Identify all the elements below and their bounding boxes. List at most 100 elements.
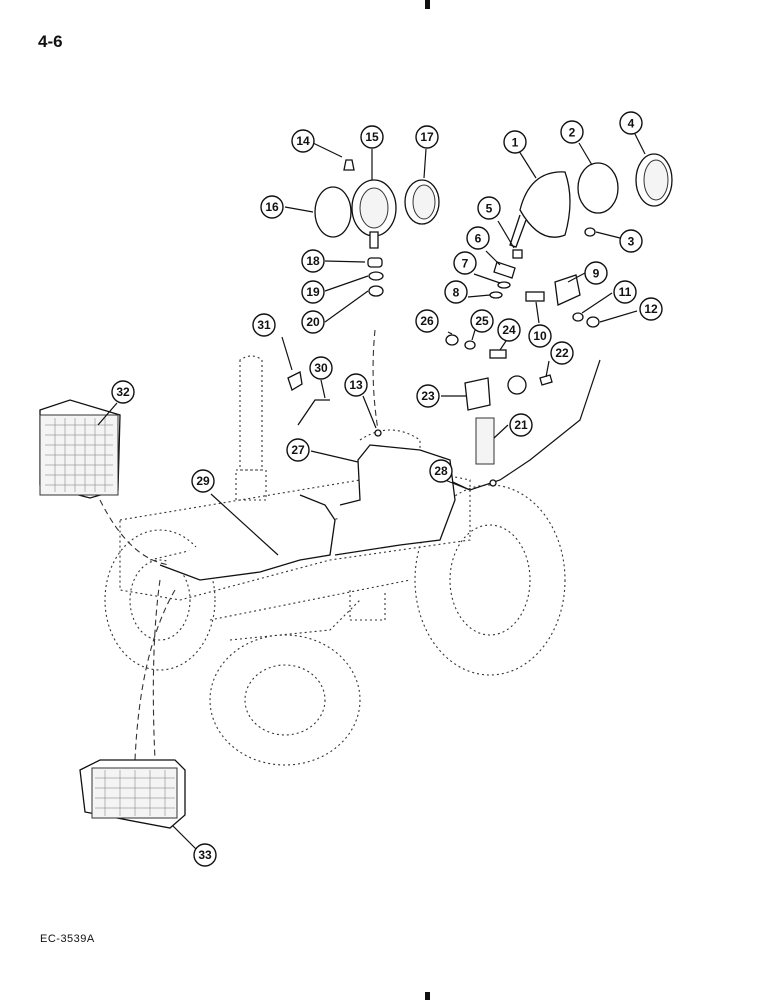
rear-lamp-support-plate [334, 444, 456, 556]
lamp-lens-2 [577, 162, 619, 214]
callout-14: 14 [291, 129, 315, 153]
reflector-21 [475, 417, 495, 465]
svg-text:28: 28 [434, 464, 448, 478]
callout-24: 24 [497, 318, 521, 342]
callout-26: 26 [415, 309, 439, 333]
callout-28: 28 [429, 459, 453, 483]
svg-text:12: 12 [644, 302, 658, 316]
reflector-bracket-21 [507, 375, 527, 395]
connector-13 [374, 429, 382, 437]
callout-1: 1 [503, 130, 527, 154]
callout-2: 2 [560, 120, 584, 144]
callout-15: 15 [360, 125, 384, 149]
washer-11 [572, 312, 584, 322]
leader-lines [97, 133, 646, 850]
callout-4: 4 [619, 111, 643, 135]
callout-3: 3 [619, 229, 643, 253]
svg-text:33: 33 [198, 848, 212, 862]
callout-22: 22 [550, 341, 574, 365]
svg-text:21: 21 [514, 418, 528, 432]
figure-code: EC-3539A [40, 933, 95, 945]
svg-text:29: 29 [196, 474, 210, 488]
callout-32: 32 [111, 380, 135, 404]
callout-16: 16 [260, 195, 284, 219]
callout-6: 6 [466, 226, 490, 250]
callout-11: 11 [613, 280, 637, 304]
grommet-30 [297, 399, 330, 426]
svg-text:22: 22 [555, 346, 569, 360]
svg-text:30: 30 [314, 361, 328, 375]
callout-13: 13 [344, 373, 368, 397]
lamp-lens-16 [314, 186, 352, 238]
svg-text:8: 8 [453, 286, 460, 300]
svg-text:7: 7 [462, 257, 469, 271]
registration-mark-bottom [425, 992, 430, 1000]
svg-text:25: 25 [475, 314, 489, 328]
svg-text:9: 9 [593, 267, 600, 281]
svg-text:24: 24 [502, 323, 516, 337]
svg-text:18: 18 [306, 254, 320, 268]
callout-20: 20 [301, 310, 325, 334]
rear-work-lamp-assembly [39, 399, 121, 499]
callout-25: 25 [470, 309, 494, 333]
callout-29: 29 [191, 469, 215, 493]
bushing-5 [512, 249, 523, 259]
svg-text:6: 6 [475, 232, 482, 246]
svg-text:16: 16 [265, 200, 279, 214]
svg-text:23: 23 [421, 389, 435, 403]
page-number: 4-6 [38, 32, 63, 51]
svg-text:3: 3 [628, 235, 635, 249]
screw-24 [489, 349, 507, 359]
bracket-9 [554, 274, 581, 306]
left-lamp-assembly [314, 159, 440, 297]
callout-12: 12 [639, 297, 663, 321]
bolt-10 [525, 291, 545, 302]
wiring-harness-group [99, 329, 601, 761]
callout-30: 30 [309, 356, 333, 380]
callout-9: 9 [584, 261, 608, 285]
callout-23: 23 [416, 384, 440, 408]
callout-10: 10 [528, 324, 552, 348]
nut-12 [586, 316, 600, 328]
clamp-6 [493, 261, 516, 279]
callout-21: 21 [509, 413, 533, 437]
svg-text:27: 27 [291, 443, 305, 457]
svg-text:19: 19 [306, 285, 320, 299]
callout-5: 5 [477, 196, 501, 220]
svg-text:17: 17 [420, 130, 434, 144]
callout-group: 1 2 3 4 5 6 7 8 9 10 11 12 13 14 15 16 1… [111, 111, 663, 867]
svg-text:4: 4 [628, 117, 635, 131]
svg-text:13: 13 [349, 378, 363, 392]
rear-wiring-harness [159, 494, 336, 581]
lamp-body-1 [519, 171, 571, 238]
callout-18: 18 [301, 249, 325, 273]
small-rear-lamp-assembly [79, 759, 186, 829]
callout-17: 17 [415, 125, 439, 149]
connector-28 [489, 479, 497, 487]
right-lamp-assembly [489, 153, 673, 328]
mounting-hardware [287, 334, 553, 487]
washer-7 [497, 281, 511, 289]
svg-text:20: 20 [306, 315, 320, 329]
bracket-23 [464, 377, 491, 411]
svg-text:2: 2 [569, 126, 576, 140]
svg-text:15: 15 [365, 130, 379, 144]
callout-7: 7 [453, 251, 477, 275]
callout-33: 33 [193, 843, 217, 867]
washer-25 [464, 340, 476, 350]
nut-8 [489, 291, 503, 299]
callout-19: 19 [301, 280, 325, 304]
callout-8: 8 [444, 280, 468, 304]
svg-text:32: 32 [116, 385, 130, 399]
svg-text:10: 10 [533, 329, 547, 343]
washer-19 [368, 271, 384, 281]
svg-text:11: 11 [619, 285, 632, 299]
registration-mark-top [425, 0, 430, 9]
grommet-18 [367, 257, 383, 268]
nut-20 [368, 285, 384, 297]
svg-text:26: 26 [420, 314, 434, 328]
svg-text:5: 5 [486, 202, 493, 216]
clip-31 [287, 371, 303, 391]
callout-27: 27 [286, 438, 310, 462]
